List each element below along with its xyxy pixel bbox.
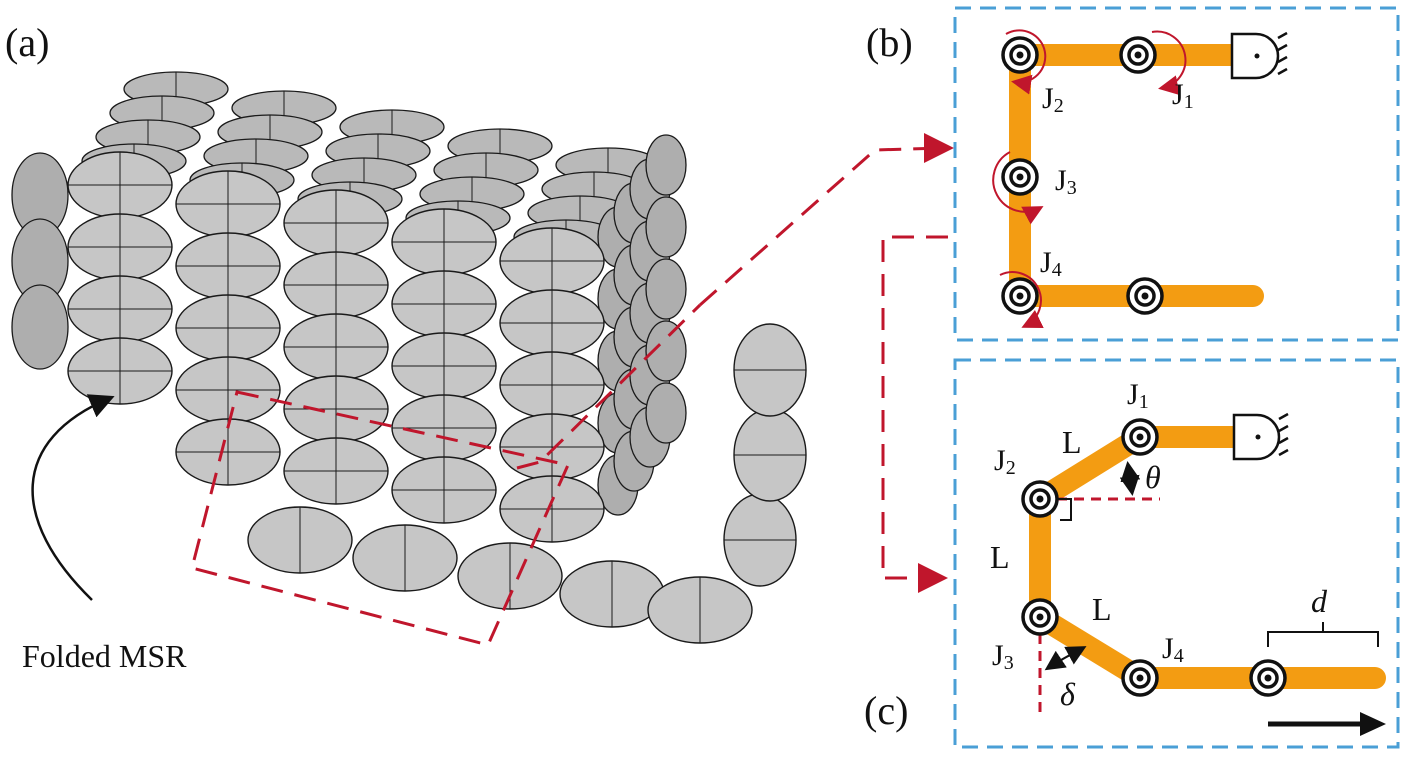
rotation-arrow-j1 — [1151, 30, 1187, 96]
module-front-cell — [175, 294, 281, 362]
module-front-cell — [67, 213, 173, 281]
module-left-cap — [11, 284, 69, 370]
rotation-arrow-j2 — [1005, 29, 1047, 95]
module-front-cell — [283, 437, 389, 505]
label-b-j1: J1 — [1172, 78, 1194, 113]
module-chain-cell — [733, 323, 807, 417]
module-front-cell — [175, 356, 281, 424]
selection-box — [190, 390, 571, 647]
joint-b-j3 — [1001, 158, 1039, 196]
module-chain-cell — [723, 493, 797, 587]
rotation-arrow-j4 — [999, 271, 1044, 328]
module-front-cell — [67, 337, 173, 405]
module-front-cell — [391, 208, 497, 276]
module-front-cell — [391, 394, 497, 462]
joint-c-j2 — [1021, 480, 1059, 518]
panel-c: (c) J1 J2 J3 J4 L L L θ δ d — [864, 358, 1400, 749]
panel-b-frame — [953, 6, 1400, 342]
module-front-cell — [67, 275, 173, 343]
label-delta: δ — [1060, 676, 1076, 712]
panel-c-frame — [953, 358, 1400, 749]
label-link-mid: L — [990, 539, 1010, 575]
base-mount-c — [1232, 412, 1289, 461]
label-b-j2: J2 — [1042, 82, 1064, 117]
msr-unfolded-chain — [247, 323, 807, 644]
connector-to-b — [699, 146, 943, 307]
module-front-cell — [175, 418, 281, 486]
panel-b-tag: (b) — [866, 20, 913, 65]
module-front-cell — [499, 289, 605, 357]
module-front-cell — [283, 313, 389, 381]
msr-block-front-face — [67, 151, 605, 543]
module-front-cell — [175, 170, 281, 238]
module-chain-cell — [733, 408, 807, 502]
joint-c-free — [1249, 659, 1287, 697]
distance-bracket — [1267, 622, 1379, 647]
label-b-j4: J4 — [1040, 246, 1062, 281]
module-front-cell — [283, 375, 389, 443]
panel-c-tag: (c) — [864, 688, 908, 733]
fold-arrow — [31, 394, 115, 601]
joint-b-free — [1126, 277, 1164, 315]
theta-arrow — [1119, 461, 1141, 496]
module-chain-cell — [647, 576, 753, 644]
module-side-cell — [645, 320, 687, 382]
module-chain-cell — [247, 506, 353, 574]
joint-c-j1 — [1121, 418, 1159, 456]
rotation-arrow-j3 — [992, 151, 1044, 225]
label-link-top: L — [1062, 424, 1082, 460]
label-b-j3: J3 — [1055, 164, 1077, 199]
label-link-low: L — [1092, 591, 1112, 627]
module-front-cell — [175, 232, 281, 300]
label-theta: θ — [1145, 459, 1161, 495]
panel-a-tag: (a) — [5, 20, 49, 65]
label-c-j4: J4 — [1162, 632, 1184, 667]
module-side-cell — [645, 196, 687, 258]
connector-to-c — [881, 235, 948, 580]
label-c-j1: J1 — [1127, 378, 1149, 413]
label-c-j3: J3 — [992, 639, 1014, 674]
module-chain-cell — [352, 524, 458, 592]
msr-block-side-face — [597, 134, 687, 516]
joint-b-j2 — [1001, 36, 1039, 74]
module-front-cell — [499, 351, 605, 419]
panel-a: (a) Folded MSR — [5, 20, 807, 674]
module-front-cell — [499, 475, 605, 543]
module-side-cell — [645, 258, 687, 320]
delta-arrow — [1044, 646, 1087, 671]
base-mount-b — [1230, 31, 1288, 80]
module-front-cell — [391, 332, 497, 400]
module-chain-cell — [457, 542, 563, 610]
module-front-cell — [67, 151, 173, 219]
joint-c-j4 — [1121, 659, 1159, 697]
module-front-cell — [283, 189, 389, 257]
module-side-cell — [645, 382, 687, 444]
label-c-j2: J2 — [994, 444, 1016, 479]
joint-b-j4 — [1001, 277, 1039, 315]
label-distance: d — [1311, 583, 1328, 619]
motion-arrow-head — [1360, 712, 1386, 736]
module-front-cell — [391, 456, 497, 524]
module-front-cell — [391, 270, 497, 338]
module-front-cell — [499, 227, 605, 295]
right-angle-marker — [1058, 498, 1072, 521]
joint-b-j1 — [1119, 36, 1157, 74]
module-front-cell — [499, 413, 605, 481]
folded-msr-caption: Folded MSR — [22, 638, 187, 674]
panel-b: (b) J2 J1 J3 J4 — [866, 6, 1400, 342]
link-chain-c — [1029, 426, 1386, 689]
module-side-cell — [645, 134, 687, 196]
module-front-cell — [283, 251, 389, 319]
joint-c-j3 — [1021, 598, 1059, 636]
selection-leader — [516, 303, 702, 470]
